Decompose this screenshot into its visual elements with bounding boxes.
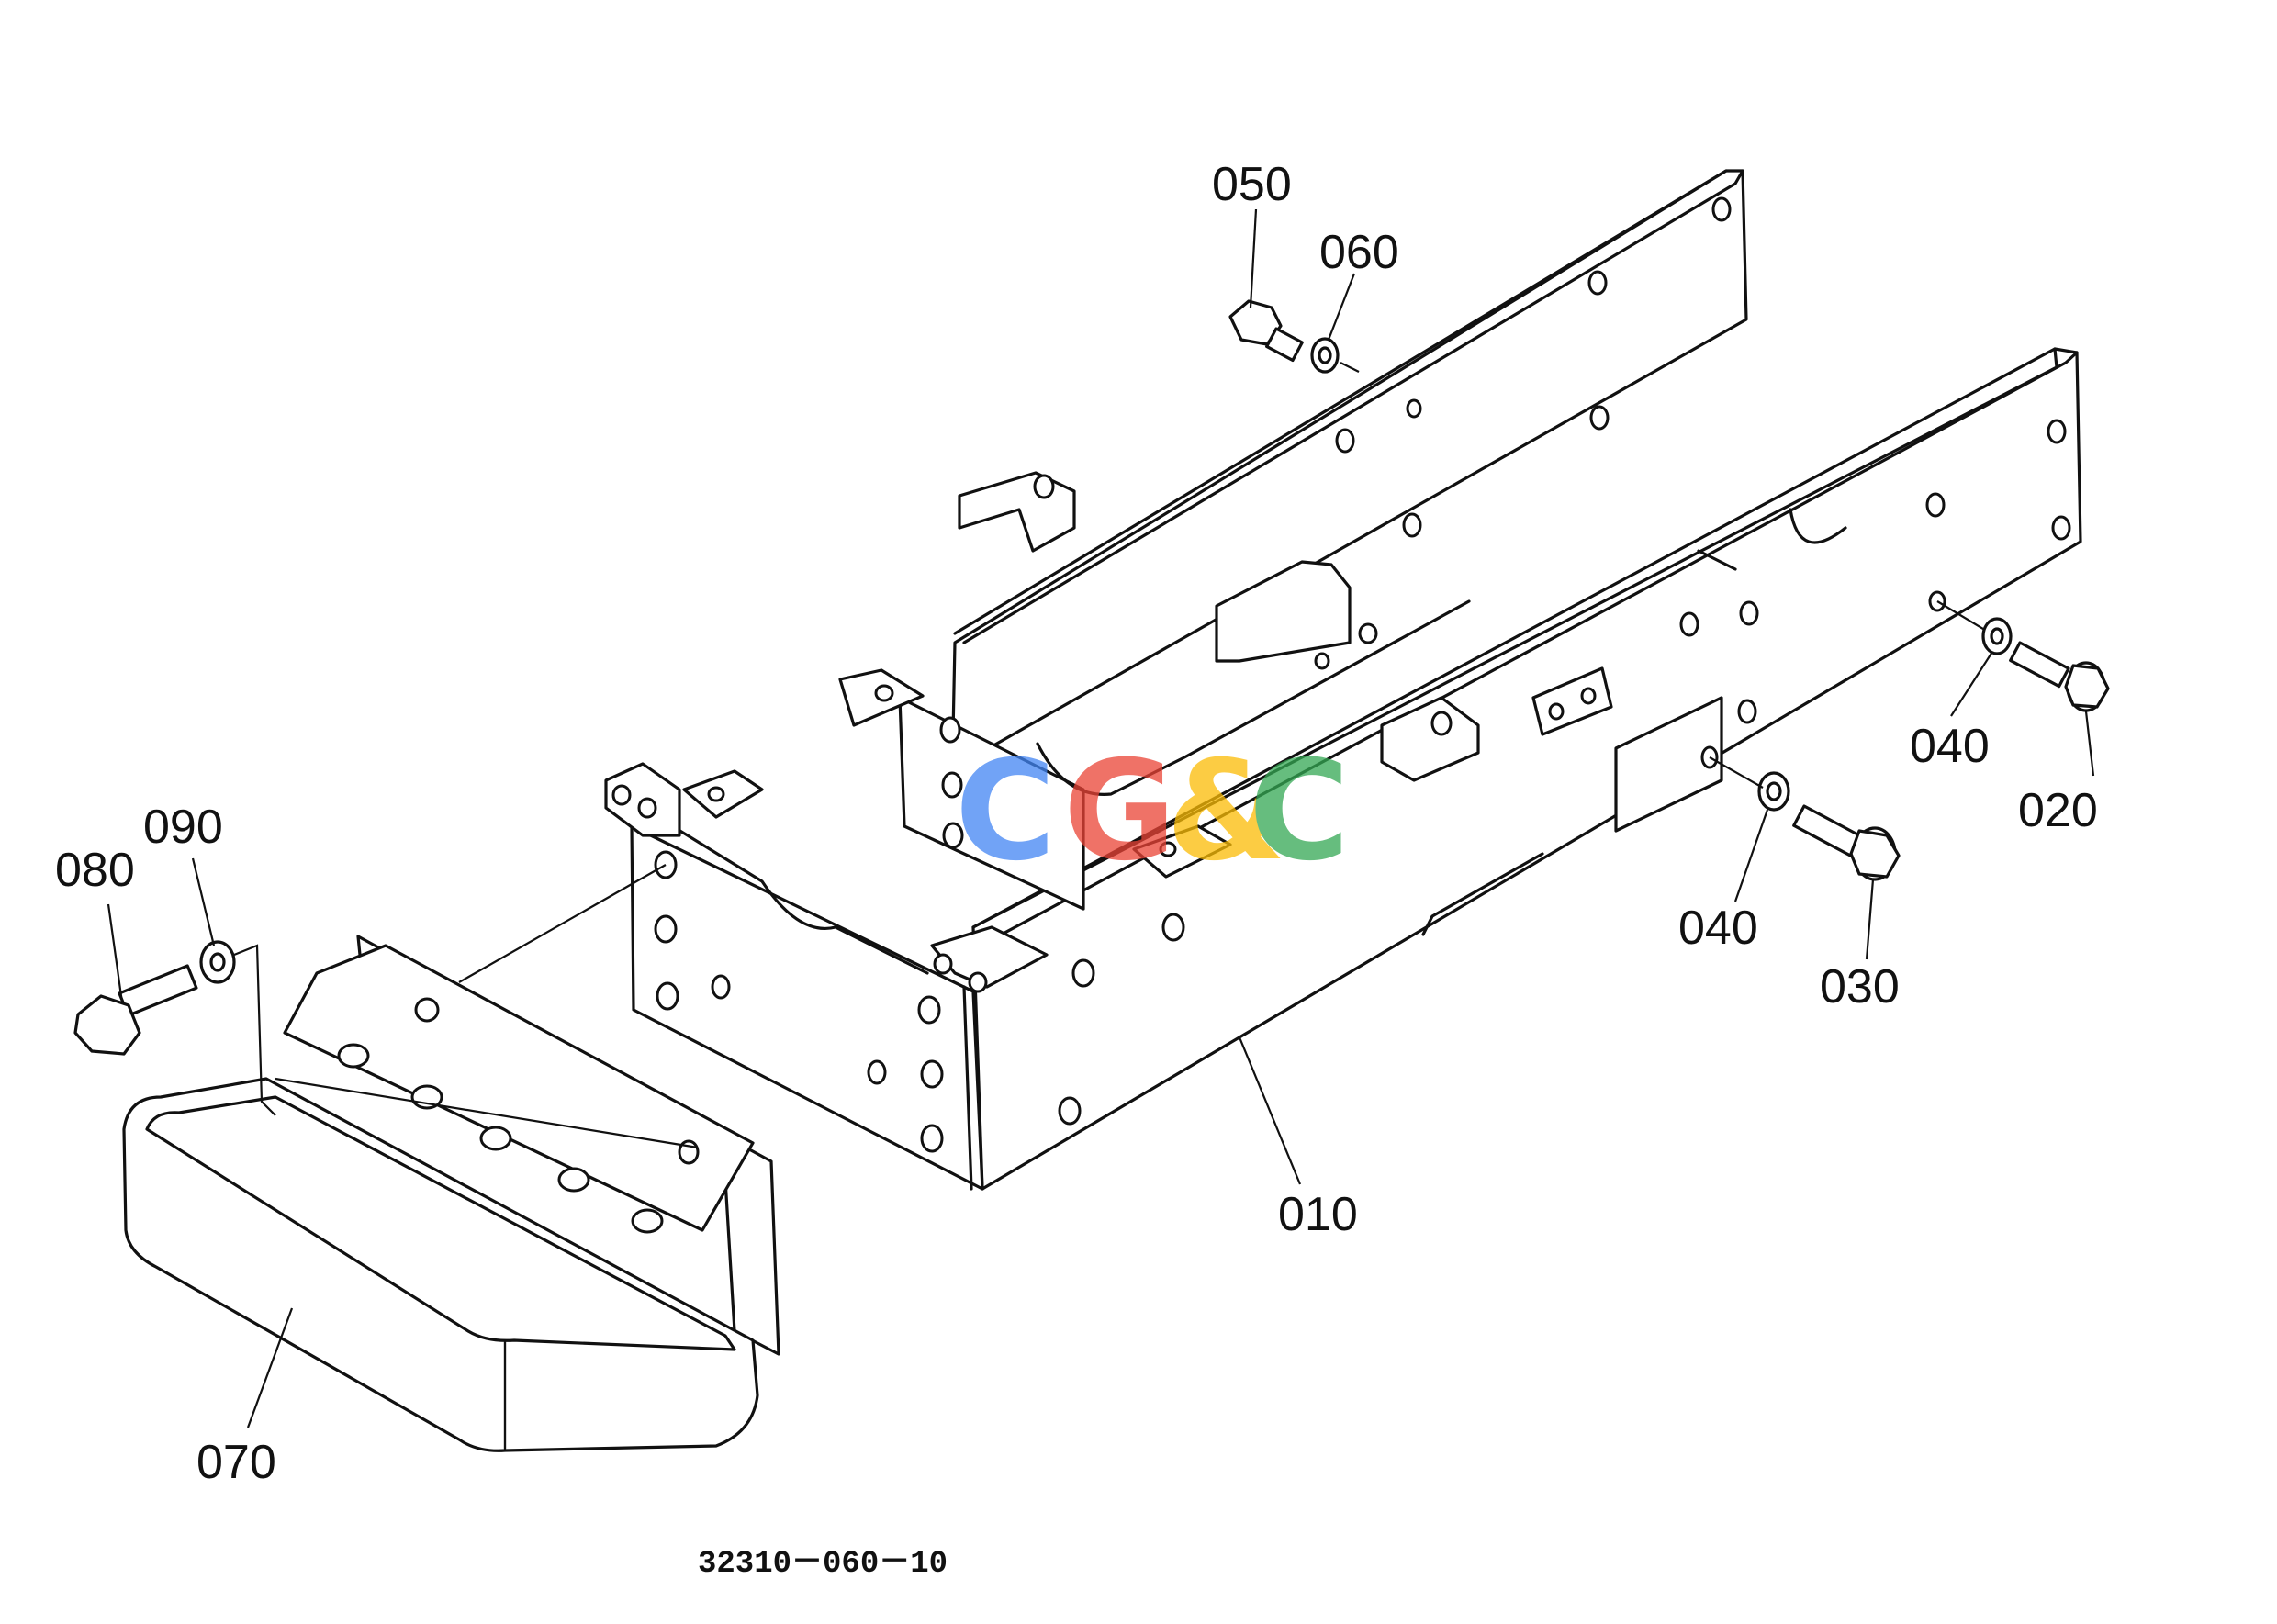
watermark-letter: G [1063,732,1176,891]
callout-020: 020 [2018,784,2098,837]
callout-040-lower: 040 [1678,902,1758,955]
callout-labels: 050 060 040 020 040 030 010 070 080 090 [55,158,2098,1489]
alignment-lines [233,362,1984,1149]
rail-hole [1587,270,1608,296]
rail-hole [1739,600,1759,626]
washer-090 [199,940,236,984]
rail-hole [1589,405,1610,431]
drawing-number: 32310－060－10 [698,1547,948,1582]
callout-090: 090 [143,801,223,854]
watermark-letter: C [1249,732,1350,891]
flange-tab [1132,824,1232,879]
bolt-030 [1792,804,1901,881]
callout-060: 060 [1319,226,1399,279]
rail-hole [1679,611,1699,637]
bolt-050 [1228,299,1304,363]
spacer-plate [1614,696,1723,833]
rail-hole [1406,398,1422,419]
rail-hole [1402,512,1422,538]
bracket-hole [1358,622,1378,644]
rail-hole [1711,196,1732,222]
callout-030: 030 [1820,960,1900,1014]
end-plate-hole [920,1124,944,1153]
washer-040-upper [1981,617,2013,655]
end-plate-hole [656,981,679,1011]
rail-hole [1161,913,1185,942]
u-bracket [1215,560,1352,663]
leader-lines [107,208,2095,1428]
rail-hole [1071,958,1095,988]
tray-body [122,1077,759,1452]
rail-hole [1058,1096,1082,1126]
end-plate-hole [867,1059,887,1085]
washer-040-lower [1757,771,1790,812]
front-end-plate [630,824,984,1191]
rail-hole [1737,699,1757,724]
cross-hole [939,716,961,744]
inner-cross-member [898,696,1085,911]
bracket-hole [1314,652,1330,670]
end-plate-hole [920,1059,944,1089]
callout-070: 070 [196,1436,276,1489]
fasteners [73,299,2110,1056]
frame-assembly [604,169,2082,1191]
rail-hole [1925,492,1946,518]
flange-tab [1380,696,1480,782]
cross-hole [942,822,964,849]
rail-hole [2047,419,2067,444]
callout-040-upper: 040 [1910,720,1990,773]
end-plate-hole [711,974,731,1000]
top-flange-tab [958,471,1076,553]
inner-plate [283,944,755,1232]
bolt-080 [73,964,198,1056]
weight-bracket [122,935,780,1452]
callout-010: 010 [1278,1188,1358,1241]
rail-hole [2051,515,2071,541]
callout-080: 080 [55,844,135,897]
watermark-logo: C G & C [955,732,1350,891]
end-plate-hole [654,914,678,944]
cross-hole [941,771,963,799]
bolt-020 [2009,641,2110,712]
callout-050: 050 [1212,158,1292,211]
watermark-letter: & [1166,732,1286,891]
washer-060 [1310,337,1340,374]
rail-hole [1335,428,1355,454]
watermark-letter: C [955,732,1056,891]
end-plate-hole [917,995,941,1025]
